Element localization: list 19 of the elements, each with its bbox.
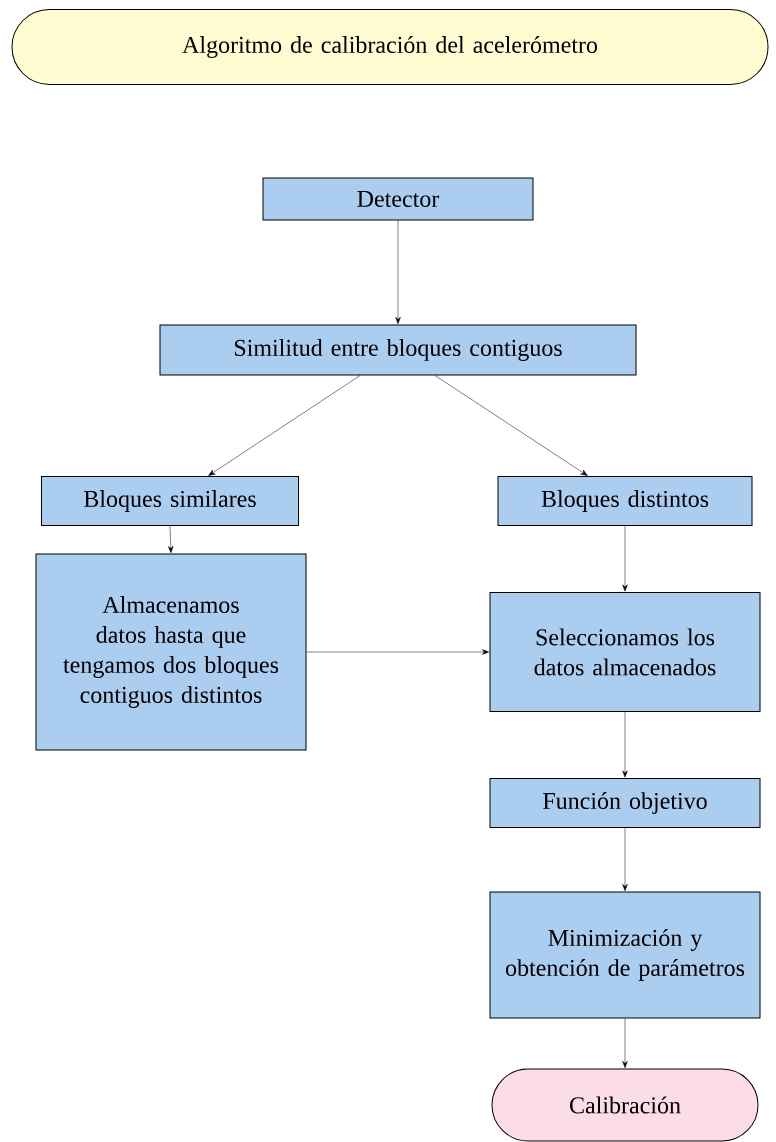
arrow [208,375,361,476]
arrow [622,827,628,892]
arrow [622,1018,628,1069]
process-box: Detector [262,177,534,221]
title-banner: Algoritmo de calibración del acelerómetro [11,9,769,85]
process-box: Bloques distintos [497,476,753,526]
process-box: Bloques similares [41,476,299,526]
end-terminal: Calibración [491,1068,759,1142]
arrow [168,525,174,554]
arrow [306,649,490,655]
process-box: Almacenamos datos hasta que tengamos dos bloques contiguos distintos [35,553,307,751]
process-box: Función objetivo [489,778,761,828]
arrow [434,375,588,476]
arrow [395,220,401,325]
process-box: Minimización y obtención de parámetros [489,891,761,1019]
process-box: Seleccionamos los datos almacenados [489,592,761,712]
process-box: Similitud entre bloques contiguos [159,324,637,376]
arrow [622,525,628,592]
arrow [622,711,628,778]
